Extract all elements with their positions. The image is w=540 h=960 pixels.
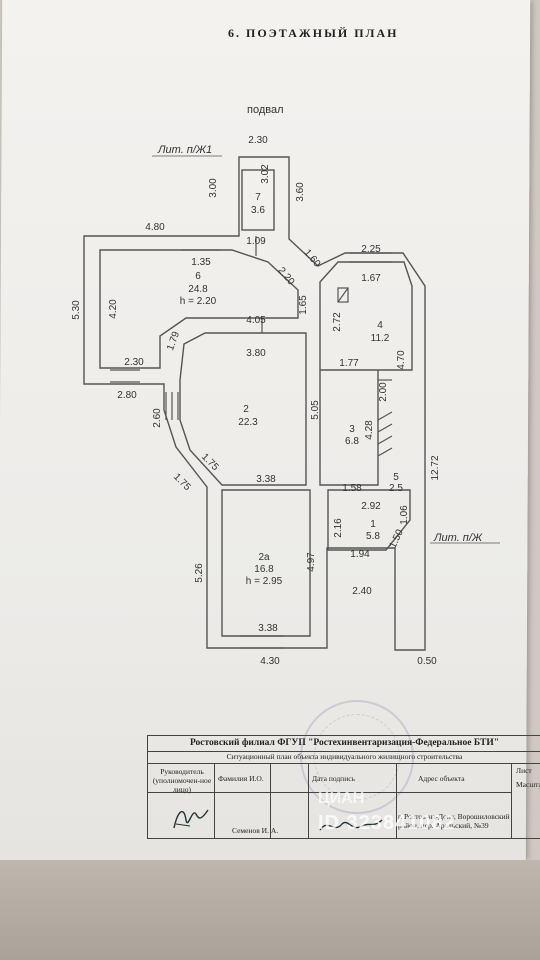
signature-right: [319, 819, 383, 831]
floor-label: подвал: [247, 104, 284, 116]
dim-1-75-inner: 1.75: [199, 451, 221, 473]
role-label: Руководитель (уполномочен-ное лицо): [152, 767, 212, 794]
dim-2-30-left: 2.30: [124, 357, 144, 368]
dim-1-77: 1.77: [339, 358, 359, 369]
dim-3-00: 3.00: [208, 178, 219, 198]
signature-left: [173, 809, 209, 829]
inner-wall-room2a: [221, 489, 311, 637]
dim-5-05: 5.05: [310, 400, 321, 420]
room-4-area: 11.2: [371, 333, 390, 344]
dim-1-09: 1.09: [246, 236, 266, 247]
room-7-num: 7: [255, 192, 261, 203]
room-3-num: 3: [349, 424, 355, 435]
dim-5-30: 5.30: [71, 300, 82, 320]
dim-4-97: 4.97: [306, 552, 317, 572]
page-title: 6. ПОЭТАЖНЫЙ ПЛАН: [228, 26, 399, 40]
dim-1-58: 1.58: [342, 483, 362, 494]
dim-1-60: 1.60: [301, 247, 322, 269]
dim-4-70: 4.70: [396, 350, 407, 370]
room-2a-area: 16.8: [254, 564, 274, 575]
dim-3-38-bottom: 3.38: [258, 623, 278, 634]
inner-wall-room3: [319, 370, 379, 486]
dim-4-05: 4.05: [246, 315, 266, 326]
dim-0-50: 0.50: [417, 656, 437, 667]
room-6-area: 24.8: [188, 284, 208, 295]
doors-windows: [110, 236, 393, 649]
room-2a-height: h = 2.95: [246, 576, 283, 587]
dim-2-60: 2.60: [152, 408, 163, 428]
plan-subtitle: Ситуационный план объекта индивидуальног…: [148, 751, 540, 764]
dim-4-28: 4.28: [364, 420, 375, 440]
org-name: Ростовский филиал ФГУП "Ростехинвентариз…: [148, 736, 540, 752]
dim-3-80: 3.80: [246, 348, 266, 359]
room-2-num: 2: [243, 404, 249, 415]
room-1-num: 1: [370, 519, 376, 530]
col-sheet-header: Лист: [516, 766, 532, 775]
dim-4-80: 4.80: [145, 222, 165, 233]
room-1-area: 5.8: [366, 531, 380, 542]
dim-1-06: 1.06: [399, 505, 410, 525]
watermark-id: ID 323841082: [318, 812, 456, 834]
lit-label-top: Лит. п/Ж1: [157, 144, 212, 156]
seal-stamp: [300, 700, 414, 814]
dim-2-40: 2.40: [352, 586, 372, 597]
dim-5-26: 5.26: [194, 563, 205, 583]
dim-2-80: 2.80: [117, 390, 137, 401]
dim-2-72: 2.72: [332, 312, 343, 332]
room-2a-num: 2a: [258, 552, 270, 563]
room-6-height: h = 2.20: [180, 296, 217, 307]
inner-wall-room1: [327, 489, 411, 551]
dim-2-25: 2.25: [361, 244, 381, 255]
dim-1-35: 1.35: [191, 257, 211, 268]
title-block-table: Ростовский филиал ФГУП "Ростехинвентариз…: [147, 735, 540, 839]
room-7-area: 3.6: [251, 205, 265, 216]
person-name: Семенов И. А.: [232, 826, 279, 835]
lit-label-right: Лит. п/Ж: [433, 532, 483, 544]
room-2-area: 22.3: [238, 417, 258, 428]
dim-1-50: 1.50: [388, 527, 406, 550]
dim-12-72: 12.72: [430, 455, 441, 480]
col-scale-header: Масштаб: [516, 780, 540, 789]
dim-1-79: 1.79: [165, 330, 182, 352]
dim-3-02: 3.02: [260, 164, 271, 184]
room-6-num: 6: [195, 271, 201, 282]
plan-walls: [83, 156, 426, 651]
room7-shaft: [241, 169, 275, 231]
table-surface: [0, 860, 540, 960]
col-date-header: Дата подпись: [312, 774, 355, 783]
col-address-header: Адрес объекта: [418, 774, 465, 783]
room-5-num: 5: [393, 472, 399, 483]
dim-3-38-top: 3.38: [256, 474, 276, 485]
dim-3-60: 3.60: [295, 182, 306, 202]
dim-1-65: 1.65: [298, 295, 309, 315]
dim-2-16: 2.16: [333, 518, 344, 538]
dim-2-20: 2.20: [275, 265, 296, 287]
inner-wall-room6: [99, 249, 299, 369]
room-4-num: 4: [377, 320, 383, 331]
dim-4-30: 4.30: [260, 656, 280, 667]
dim-2-00: 2.00: [378, 382, 389, 402]
room-3-area: 6.8: [345, 436, 359, 447]
dim-1-75-outer: 1.75: [171, 471, 193, 493]
room-5-area: 2.5: [389, 483, 403, 494]
object-address: г. Ростов-на-Дону, Ворошиловский район, …: [398, 812, 510, 830]
inner-wall-room2: [179, 332, 307, 486]
dim-4-20: 4.20: [108, 299, 119, 319]
outer-wall: [83, 156, 426, 651]
dim-1-67: 1.67: [361, 273, 381, 284]
dim-2-92: 2.92: [361, 501, 381, 512]
watermark-logo: ЦИАН: [318, 790, 365, 807]
dim-2-30-top: 2.30: [248, 135, 268, 146]
dim-1-94: 1.94: [350, 549, 370, 560]
col-name-header: Фамилия И.О.: [218, 774, 264, 783]
